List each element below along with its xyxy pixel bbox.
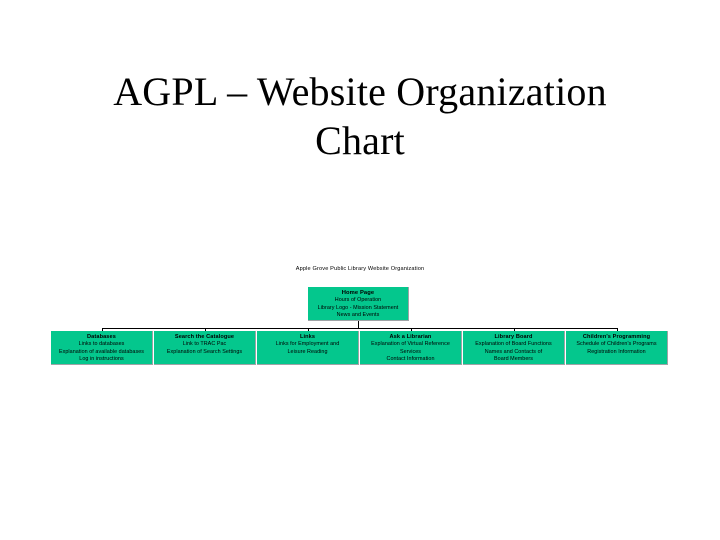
org-node-title: Ask a Librarian [389, 334, 432, 340]
page-title-line-1: AGPL – Website Organization [113, 68, 607, 114]
page-title-line-2: Chart [315, 117, 405, 163]
org-node-detail: Names and Contacts of [484, 348, 543, 355]
org-node-title: Children's Programming [582, 334, 651, 340]
organization-chart: Apple Grove Public Library Website Organ… [0, 0, 720, 365]
connector-horizontal-bus [102, 328, 617, 329]
connector-drop-links [308, 328, 309, 331]
org-node-detail: Board Members [494, 356, 533, 363]
org-node-detail: Explanation of Board Functions [475, 341, 552, 348]
org-node-detail: Contact Information [386, 356, 435, 363]
org-node-detail: News and Events [336, 312, 380, 319]
org-node-detail: Link to TRAC Pac [182, 341, 227, 348]
org-node-detail: Leisure Reading [287, 348, 328, 355]
org-node-title: Library Board [494, 334, 533, 340]
org-node-links[interactable]: Links Links for Employment and Leisure R… [257, 331, 359, 365]
org-node-detail: Library Logo - Mission Statement [317, 304, 399, 311]
org-node-detail: Log in instructions [79, 356, 124, 363]
org-node-childrens-programming[interactable]: Children's Programming Schedule of Child… [566, 331, 668, 365]
connector-drop-childrens-programming [617, 328, 618, 331]
org-node-library-board[interactable]: Library Board Explanation of Board Funct… [463, 331, 565, 365]
org-node-detail: Links for Employment and [275, 341, 340, 348]
page-title: AGPL – Website Organization Chart [56, 67, 664, 165]
org-node-title: Home Page [341, 290, 375, 296]
org-node-detail: Hours of Operation [334, 297, 382, 304]
org-node-detail: Links to databases [78, 341, 125, 348]
org-node-title: Search the Catalogue [174, 334, 235, 340]
org-node-databases[interactable]: Databases Links to databases Explanation… [51, 331, 153, 365]
org-node-home-page[interactable]: Home Page Hours of Operation Library Log… [308, 287, 409, 321]
chart-caption: Apple Grove Public Library Website Organ… [295, 266, 425, 272]
connector-drop-ask-a-librarian [411, 328, 412, 331]
org-node-ask-a-librarian[interactable]: Ask a Librarian Explanation of Virtual R… [360, 331, 462, 365]
org-node-detail: Services [399, 348, 422, 355]
org-node-title: Databases [87, 334, 116, 340]
org-node-detail: Explanation of Search Settings [166, 348, 243, 355]
org-node-title: Links [299, 334, 316, 340]
org-node-detail: Explanation of available databases [58, 348, 144, 355]
org-node-detail: Schedule of Children's Programs [576, 341, 657, 348]
connector-drop-library-board [514, 328, 515, 331]
connector-drop-search-the-catalogue [205, 328, 206, 331]
org-node-search-the-catalogue[interactable]: Search the Catalogue Link to TRAC Pac Ex… [154, 331, 256, 365]
connector-drop-databases [102, 328, 103, 331]
connector-root-stem [358, 321, 359, 329]
org-node-detail: Explanation of Virtual Reference [371, 341, 450, 348]
org-node-detail: Registration Information [587, 348, 646, 355]
